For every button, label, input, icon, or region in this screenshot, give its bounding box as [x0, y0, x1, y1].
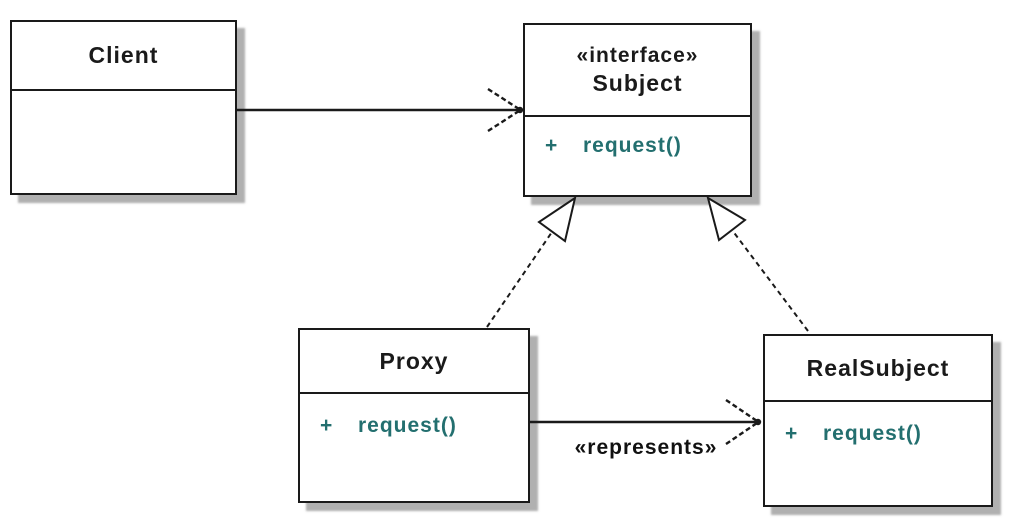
association-client-subject [237, 87, 524, 133]
open-arrowhead-icon [725, 399, 758, 445]
represents-label: «represents» [574, 436, 718, 459]
subject-stereotype: «interface» [576, 43, 699, 67]
proxy-methods-compartment: + request() [300, 394, 528, 438]
class-name-client: Client [88, 42, 159, 69]
open-arrowhead-icon [487, 87, 520, 133]
method-row-subject-request: + request() [525, 117, 750, 158]
subject-methods-compartment: + request() [525, 117, 750, 158]
class-name-realsubject: RealSubject [806, 354, 950, 381]
realsubject-title-compartment: RealSubject [765, 336, 991, 402]
proxy-title-compartment: Proxy [300, 330, 528, 394]
realization-line [486, 231, 553, 328]
class-box-proxy: Proxy + request() [298, 328, 530, 503]
class-box-subject: «interface» Subject + request() [523, 23, 752, 197]
method-signature: request() [358, 414, 457, 437]
method-row-realsubject-request: + request() [765, 402, 991, 446]
method-signature: request() [823, 422, 922, 445]
subject-title-compartment: «interface» Subject [525, 25, 750, 117]
hollow-triangle-arrowhead-icon [706, 195, 747, 242]
method-visibility: + [320, 414, 334, 437]
class-name-proxy: Proxy [379, 347, 449, 374]
method-visibility: + [545, 134, 559, 157]
class-name-subject: Subject [592, 69, 683, 96]
realization-realsubject-subject [706, 195, 809, 332]
realsubject-methods-compartment: + request() [765, 402, 991, 446]
realization-proxy-subject [486, 195, 577, 328]
method-row-proxy-request: + request() [300, 394, 528, 438]
client-title-compartment: Client [12, 22, 235, 91]
arrow-tip-dot [754, 418, 762, 426]
class-box-client: Client [10, 20, 237, 195]
hollow-triangle-arrowhead-icon [537, 195, 577, 243]
realization-line [731, 229, 809, 332]
method-visibility: + [785, 422, 799, 445]
method-signature: request() [583, 134, 682, 157]
class-box-realsubject: RealSubject + request() [763, 334, 993, 507]
